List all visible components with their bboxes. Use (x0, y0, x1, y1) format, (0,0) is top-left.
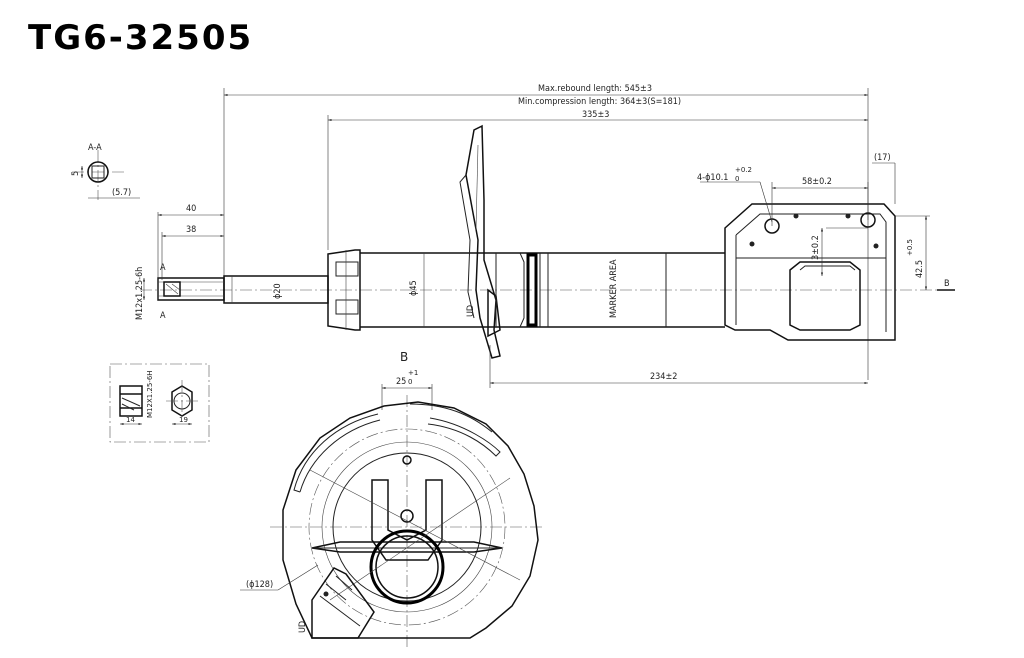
dim-25-tol-upper: +1 (408, 369, 418, 377)
min-compression-label: Min.compression length: 364±3(S=181) (518, 97, 681, 107)
dim-5-label: 5 (71, 171, 81, 176)
dim-17-label: (17) (874, 153, 891, 163)
dim-38-label: 38 (186, 225, 196, 235)
view-b: B 25 +1 0 UD (240, 350, 545, 650)
weld-mark: UD (466, 305, 476, 317)
thread-label: M12x1.25-6h (135, 267, 145, 320)
section-a-a-label: A-A (88, 143, 102, 153)
dim-25-tol-lower: 0 (408, 378, 412, 386)
dim-40-label: 40 (186, 204, 196, 214)
dia-128-label: (ϕ128) (246, 580, 273, 590)
dim-25-label: 25 (396, 377, 406, 387)
dim-335-label: 335±3 (582, 110, 609, 120)
part-number-title: TG6-32505 (28, 18, 254, 58)
thread-nut-label: M12X1.25-6H (146, 370, 154, 418)
dim-234-label: 234±2 (650, 372, 677, 382)
section-mark-a-top: A (160, 263, 166, 273)
section-a-a: A-A 5 (5.7) (71, 143, 140, 200)
holes-label: 4-ϕ10.1 (697, 173, 728, 183)
dim-14-label: 14 (126, 416, 135, 424)
dim-3-label: 3±0.2 (811, 235, 821, 260)
dim-42-5-tol: +0.5 (906, 239, 914, 256)
side-view: Max.rebound length: 545±3 Min.compressio… (135, 84, 955, 388)
section-b-marker: B (944, 279, 950, 289)
dim-42-5-label: 42.5 (915, 260, 925, 278)
dim-5-7-label: (5.7) (112, 188, 131, 198)
view-b-label: B (400, 350, 408, 364)
dim-19-label: 19 (179, 416, 188, 424)
dia-20-label: ϕ20 (273, 283, 283, 299)
max-rebound-label: Max.rebound length: 545±3 (538, 84, 652, 94)
weld-mark-b: UD (298, 621, 308, 633)
dia-45-label: ϕ45 (409, 280, 419, 296)
marker-area-label: MARKER AREA (609, 259, 619, 318)
dim-58-label: 58±0.2 (802, 177, 832, 187)
holes-tol-upper: +0.2 (735, 166, 752, 174)
holes-tol-lower: 0 (735, 175, 739, 183)
section-mark-a-bottom: A (160, 311, 166, 321)
nut-detail: M12X1.25-6H 14 19 (109, 363, 210, 443)
